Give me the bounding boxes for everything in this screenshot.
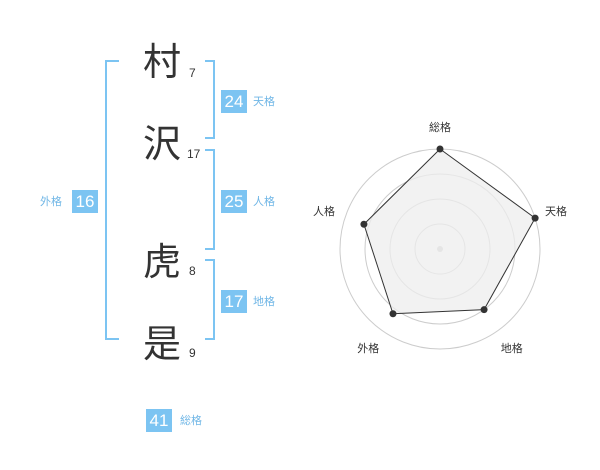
tenkaku-label: 天格 — [253, 95, 275, 108]
name-char-1: 村 — [142, 40, 181, 84]
stroke-count-1: 7 — [189, 66, 196, 80]
stroke-count-3: 8 — [189, 264, 196, 278]
jinkaku-label: 人格 — [253, 195, 275, 208]
chikaku-label: 地格 — [253, 295, 275, 308]
radar-point-5 — [360, 220, 368, 228]
radar-point-2 — [531, 214, 539, 222]
name-char-2: 沢 — [142, 122, 181, 166]
jinkaku-bracket — [205, 149, 215, 250]
name-char-3: 虎 — [142, 240, 181, 284]
radar-series-area — [363, 148, 536, 315]
radar-axis-label-1: 総格 — [429, 121, 451, 134]
chikaku-bracket — [205, 259, 215, 340]
radar-axis-label-3: 地格 — [500, 341, 523, 355]
radar-axis-label-2: 天格 — [545, 205, 568, 219]
gaikaku-bracket — [105, 60, 119, 340]
gaikaku-value: 16 — [72, 190, 98, 213]
chikaku-value: 17 — [221, 290, 247, 313]
radar-point-1 — [436, 145, 444, 153]
radar-point-3 — [480, 306, 488, 314]
name-char-4: 是 — [142, 322, 181, 366]
gaikaku-label: 外格 — [40, 195, 62, 208]
jinkaku-value: 25 — [221, 190, 247, 213]
tenkaku-bracket — [205, 60, 215, 139]
radar-point-4 — [389, 310, 397, 318]
stroke-count-4: 9 — [189, 346, 196, 360]
radar-axis-label-4: 外格 — [357, 341, 380, 355]
tenkaku-value: 24 — [221, 90, 247, 113]
soukaku-label: 総格 — [180, 414, 202, 427]
stroke-count-2: 17 — [187, 147, 201, 161]
soukaku-value: 41 — [146, 409, 172, 432]
radar-axis-label-5: 人格 — [312, 205, 335, 219]
